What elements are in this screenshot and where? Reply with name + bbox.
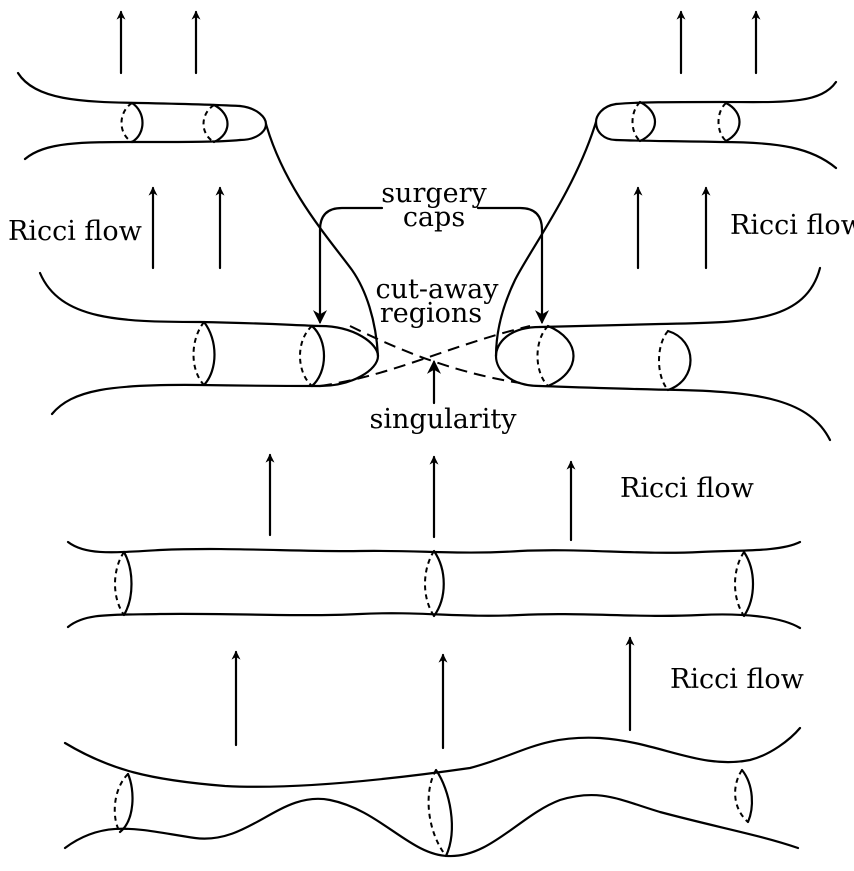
middle-section-2-back — [424, 550, 435, 617]
cut-away-lower-left-to-upper-right — [319, 325, 531, 387]
singular-left-upper-edge — [38, 271, 322, 328]
top-right-section-2-back — [717, 102, 727, 142]
singular-left-lower-edge — [50, 383, 322, 416]
top-right-section-1-front — [638, 100, 656, 143]
top-right-neck — [494, 120, 598, 358]
singular-left-section-1-back — [192, 321, 205, 386]
middle-tube-upper-edge — [66, 540, 802, 554]
singular-right-section-1-back — [536, 325, 549, 387]
ricci-flow-label-upper-right: Ricci flow — [730, 210, 854, 241]
bottom-section-1-back — [113, 773, 129, 833]
singular-left-section-2-front — [310, 324, 325, 388]
top-right-upper-edge — [614, 80, 838, 106]
surgery-cap-right — [494, 325, 542, 388]
middle-section-1-front — [122, 550, 133, 617]
top-right-cap — [594, 102, 618, 142]
singular-right-section-2-front — [666, 329, 692, 392]
top-left-upper-edge — [16, 71, 242, 108]
surgery-caps-arrow-left — [313, 206, 384, 325]
bottom-section-1-front — [118, 772, 134, 834]
bottom-tube-upper-edge — [63, 726, 802, 788]
surgery-caps-label-line-2: caps — [403, 202, 465, 233]
bottom-section-3-back — [734, 769, 749, 823]
flow-arrows — [116, 10, 761, 750]
middle-tube-lower-edge — [66, 612, 802, 630]
middle-section-1-back — [114, 551, 125, 616]
top-left-section-1-back — [120, 102, 133, 143]
top-left-tube — [16, 71, 380, 358]
top-right-tube — [494, 80, 838, 358]
middle-section-3-back — [734, 551, 745, 617]
bottom-section-3-front — [740, 768, 754, 824]
surgery-caps-label-line-1: surgery — [381, 178, 487, 209]
bottom-tube — [63, 726, 802, 858]
top-left-section-2-front — [212, 103, 229, 144]
bottom-tube-lower-edge — [63, 793, 800, 858]
middle-tube — [66, 540, 802, 630]
top-right-lower-edge — [614, 138, 838, 170]
bottom-section-2-front — [434, 768, 453, 858]
singular-stage-right-half — [494, 266, 832, 442]
top-right-section-2-front — [724, 101, 741, 143]
middle-section-3-front — [742, 550, 754, 618]
cut-away-label-line-1: cut-away — [375, 274, 499, 305]
singularity-label: singularity — [370, 404, 518, 435]
singular-right-lower-edge — [538, 384, 832, 442]
singular-right-upper-edge — [538, 266, 822, 329]
annotation-arrows — [313, 206, 549, 405]
top-left-neck — [264, 122, 380, 358]
singular-right-section-2-back — [658, 330, 669, 391]
middle-section-2-front — [432, 549, 445, 618]
top-left-cap — [238, 104, 268, 142]
ricci-flow-label-middle: Ricci flow — [620, 473, 754, 504]
singular-left-section-2-back — [299, 325, 313, 387]
ricci-flow-label-bottom: Ricci flow — [670, 664, 804, 695]
ricci-flow-label-upper-left: Ricci flow — [8, 216, 142, 247]
singular-left-section-1-front — [202, 320, 216, 387]
bottom-section-2-back — [427, 769, 447, 857]
singular-right-section-1-front — [546, 324, 575, 388]
singular-stage-left-half — [38, 271, 380, 416]
cut-away-regions — [319, 325, 531, 387]
top-left-section-1-front — [130, 101, 144, 144]
cut-away-upper-left-to-lower-right — [349, 325, 521, 384]
cut-away-label-line-2: regions — [380, 298, 482, 329]
top-right-section-1-back — [631, 101, 641, 142]
top-left-section-2-back — [202, 104, 215, 143]
labels: Ricci flow Ricci flow Ricci flow Ricci f… — [8, 178, 854, 695]
surgery-caps-arrow-right — [476, 206, 549, 325]
